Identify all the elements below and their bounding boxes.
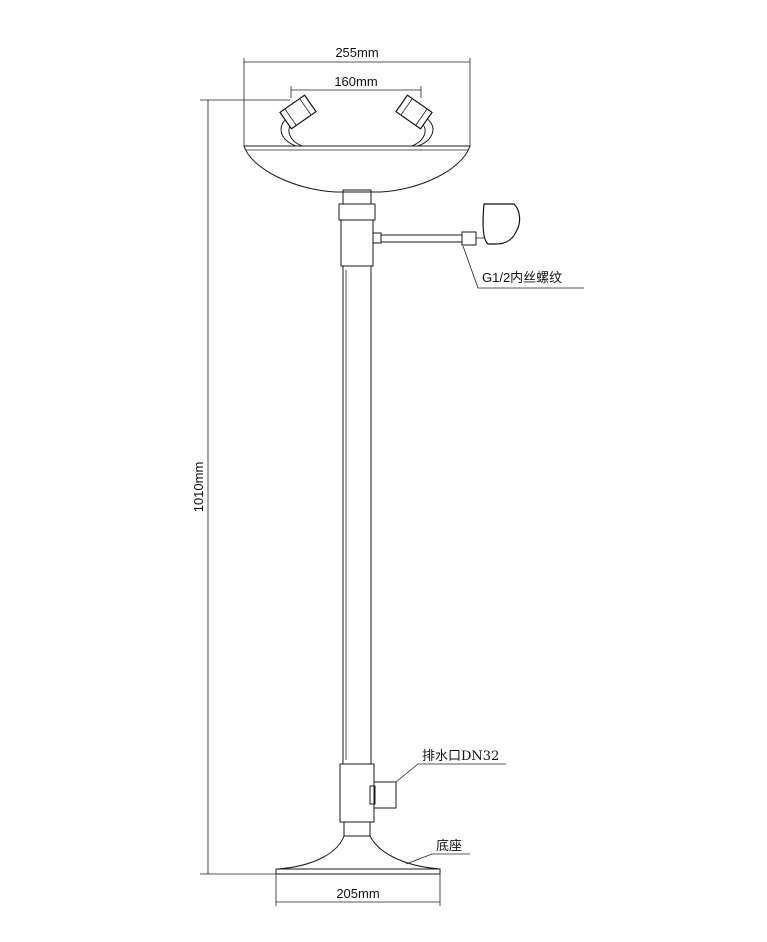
height-label: 1010mm (191, 462, 206, 513)
height-dimension: 1010mm (191, 99, 290, 875)
stand-base (275, 835, 441, 875)
eyewash-bowl (243, 145, 471, 193)
base-width-dimension: 205mm (275, 874, 441, 906)
base-width-label: 205mm (336, 886, 379, 901)
drain-outlet-label: 排水口DN32 (422, 749, 499, 764)
bowl-width-label: 255mm (335, 45, 378, 60)
right-nozzle (395, 94, 434, 147)
left-nozzle (279, 94, 317, 147)
bowl-width-dimension: 255mm (243, 45, 471, 146)
drain-outlet (369, 781, 397, 809)
nozzle-spacing-dimension: 160mm (290, 74, 422, 98)
stand-column (338, 189, 376, 837)
base-callout: 底座 (405, 838, 470, 865)
push-handle (372, 203, 521, 246)
drain-outlet-callout: 排水口DN32 (395, 749, 506, 783)
base-label: 底座 (436, 838, 462, 854)
nozzle-spacing-label: 160mm (334, 74, 377, 89)
inlet-thread-callout: G1/2内丝螺纹 (462, 245, 584, 289)
inlet-thread-label: G1/2内丝螺纹 (482, 270, 562, 285)
